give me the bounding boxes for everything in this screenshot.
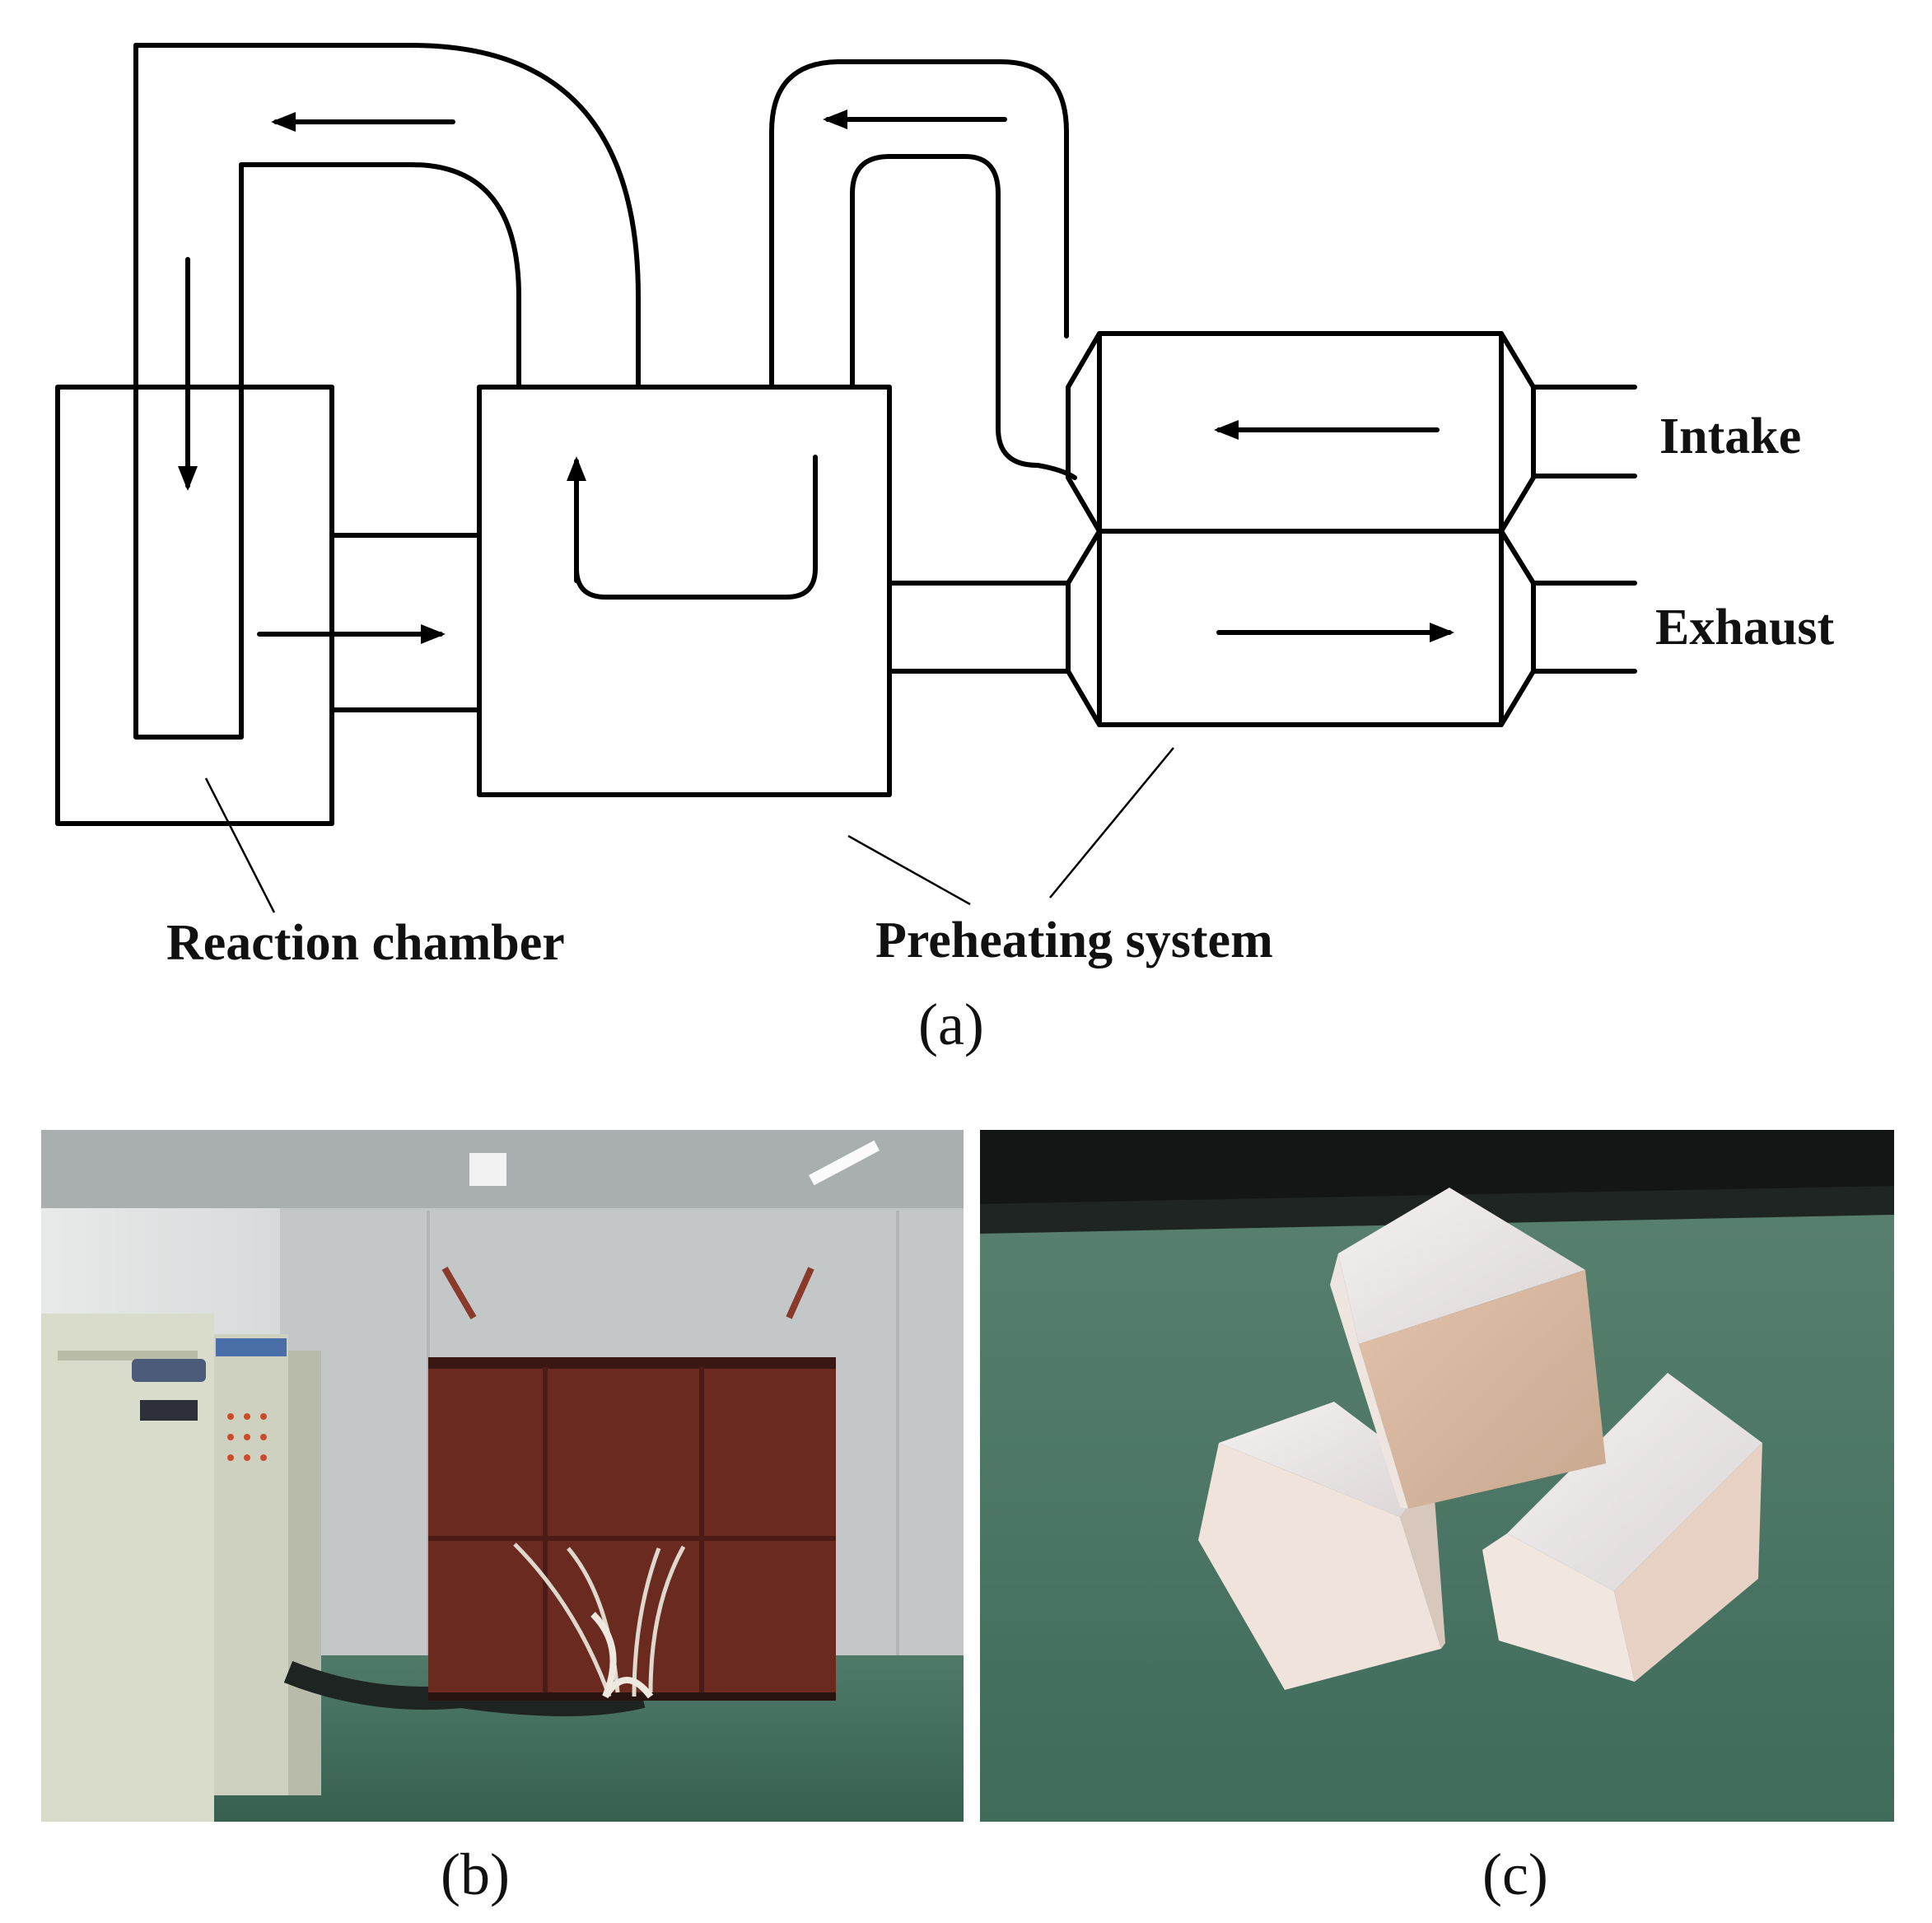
return-pipe-outer — [133, 43, 641, 390]
preheat-pipe-inner — [850, 154, 1077, 480]
preheating-system-label: Preheating system — [875, 912, 1273, 969]
middle-box-u-tube — [574, 455, 818, 600]
intake-label: Intake — [1659, 408, 1801, 464]
leader-reaction-chamber — [204, 777, 276, 913]
preheater-lower-unit — [1066, 529, 1536, 727]
panel-label-b: (b) — [441, 1841, 510, 1907]
middle-box — [477, 385, 892, 797]
exhaust-label: Exhaust — [1655, 600, 1834, 656]
honeycomb-cubes-photo: (c) — [980, 1130, 1894, 1907]
leader-preheating-middle — [847, 834, 971, 906]
leader-preheating-right — [1049, 747, 1174, 898]
return-pipe-inner — [239, 162, 521, 390]
panel-label-c: (c) — [1482, 1841, 1548, 1907]
furnace-photo: (b) — [41, 1130, 964, 1907]
reaction-chamber-label: Reaction chamber — [166, 915, 565, 971]
reaction-chamber-outer-box — [55, 385, 334, 826]
panel-label-a: (a) — [918, 992, 984, 1057]
reaction-chamber-inner-tube — [133, 43, 244, 740]
preheat-pipe-outer — [769, 59, 1069, 390]
schematic-diagram: Intake Exhaust Reaction chamber Preheati… — [55, 43, 1834, 1057]
